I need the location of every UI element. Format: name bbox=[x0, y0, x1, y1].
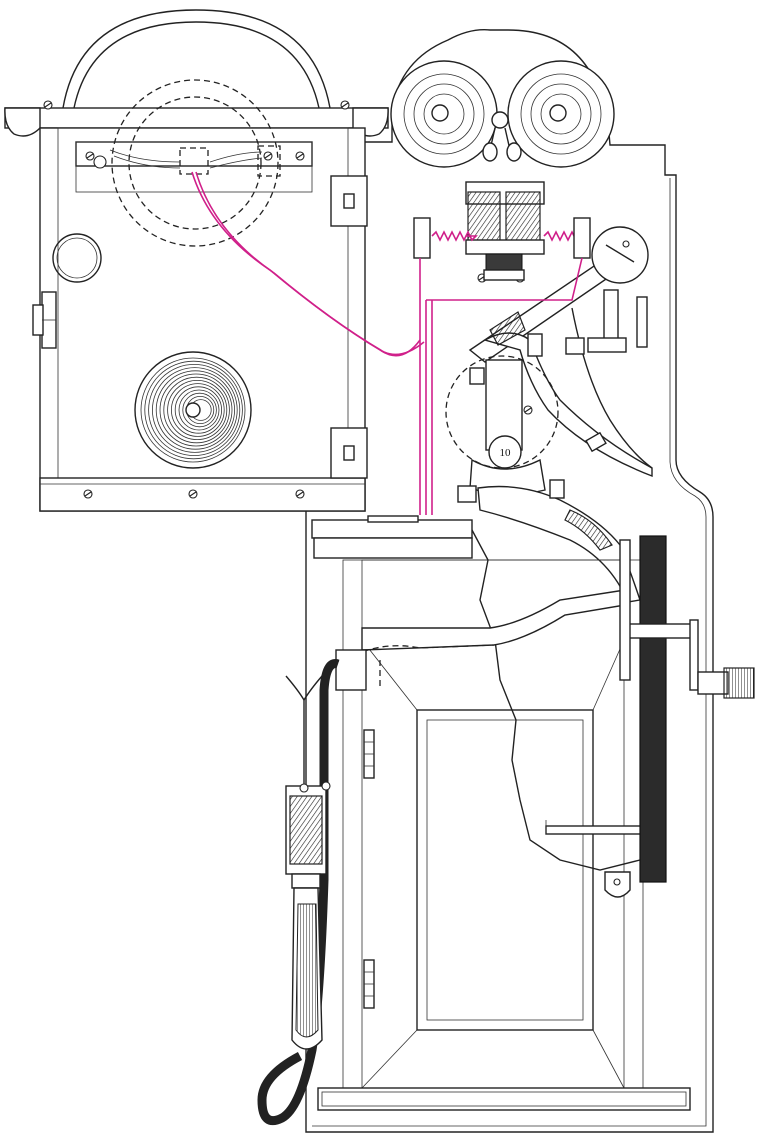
coil-winding bbox=[159, 373, 233, 447]
coil-hub bbox=[185, 402, 201, 418]
coil-winding bbox=[178, 389, 220, 431]
bell-clapper bbox=[482, 111, 522, 162]
screw bbox=[83, 489, 93, 499]
switch-contacts bbox=[527, 289, 648, 357]
screw bbox=[263, 151, 273, 161]
hinge-top bbox=[330, 175, 368, 227]
transmitter-arm bbox=[457, 479, 641, 603]
screw bbox=[295, 151, 305, 161]
terminal-post-right bbox=[573, 217, 591, 259]
dial-number: 10 bbox=[500, 447, 512, 459]
coil-winding bbox=[148, 363, 241, 456]
coil-winding bbox=[163, 376, 230, 444]
spiral-coil bbox=[134, 351, 252, 469]
receiver-handle bbox=[291, 887, 323, 1050]
coil-winding bbox=[144, 360, 243, 460]
crank-handle bbox=[619, 535, 755, 883]
receiver-cord bbox=[257, 659, 340, 1126]
bell-gong bbox=[93, 79, 281, 247]
screw bbox=[523, 405, 533, 415]
coil-winding bbox=[171, 383, 225, 437]
keyhole-escutcheon bbox=[604, 871, 631, 898]
screw bbox=[340, 100, 350, 110]
coil-winding bbox=[182, 392, 217, 428]
receiver-hook bbox=[285, 649, 367, 790]
screw bbox=[85, 151, 95, 161]
coil-winding bbox=[151, 367, 238, 453]
cabinet-hinge-upper bbox=[363, 729, 375, 779]
magneto-bells bbox=[390, 60, 615, 168]
cross-bar bbox=[344, 589, 626, 690]
bracket bbox=[585, 431, 607, 453]
wiring bbox=[191, 171, 583, 515]
screw bbox=[188, 489, 198, 499]
screw bbox=[43, 100, 53, 110]
screw bbox=[295, 489, 305, 499]
dial-assembly bbox=[445, 355, 559, 496]
terminal-post-left bbox=[413, 217, 431, 259]
door-latch bbox=[32, 291, 57, 349]
coil-winding bbox=[155, 370, 235, 450]
coil-winding bbox=[174, 386, 222, 434]
coil-winding bbox=[167, 379, 228, 440]
cabinet-hinge-lower bbox=[363, 959, 375, 1009]
lower-cabinet bbox=[317, 559, 691, 1111]
hinge-bottom bbox=[330, 427, 368, 479]
ringer-electromagnet bbox=[465, 181, 545, 281]
door-window bbox=[52, 233, 102, 283]
cutaway-edge bbox=[471, 529, 641, 871]
receiver-earpiece bbox=[285, 781, 331, 889]
shelf-top bbox=[311, 515, 473, 559]
coil-winding bbox=[140, 357, 246, 463]
